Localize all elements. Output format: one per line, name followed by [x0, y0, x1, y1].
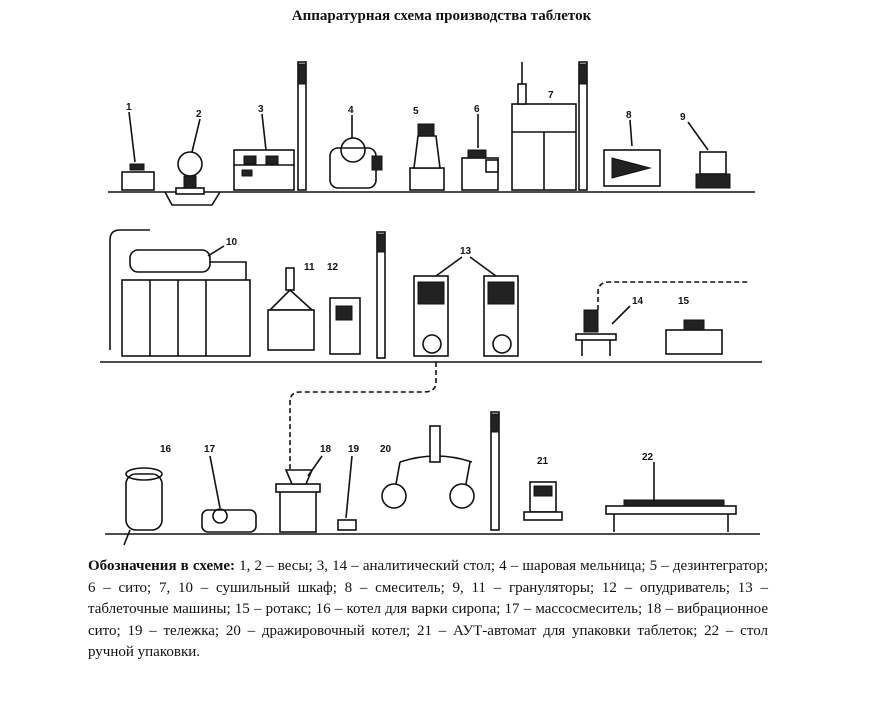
- equipment-number-label: 19: [348, 444, 360, 455]
- equipment-number-label: 9: [680, 112, 686, 123]
- equipment-number-label: 8: [626, 110, 632, 121]
- equipment-number-label: 10: [226, 237, 238, 248]
- equipment-number-label: 16: [160, 444, 172, 455]
- equipment-number-label: 7: [548, 90, 554, 101]
- equipment-16-syrup-kettle: 16: [123, 444, 172, 546]
- equipment-1-scales: 1: [121, 102, 155, 191]
- equipment-number-label: 22: [642, 452, 654, 463]
- exhaust-pipe-row2: [376, 231, 386, 359]
- equipment-number-label: 2: [196, 109, 202, 120]
- equipment-number-label: 17: [204, 444, 216, 455]
- equipment-18-vibration-sieve: 18: [275, 444, 332, 533]
- equipment-5-disintegrator: 5: [409, 106, 445, 191]
- equipment-19-trolley: 19: [337, 444, 360, 531]
- equipment-number-label: 15: [678, 296, 690, 307]
- equipment-4-ball-mill: 4: [329, 105, 383, 189]
- equipment-22-packing-table: 22: [605, 452, 737, 532]
- equipment-number-label: 12: [327, 262, 339, 273]
- equipment-number-label: 1: [126, 102, 132, 113]
- legend: Обозначения в схеме: 1, 2 – весы; 3, 14 …: [88, 556, 768, 664]
- equipment-7-drying-cabinet: 7: [511, 62, 577, 191]
- equipment-15-rotax: 15: [665, 296, 723, 355]
- transfer-line: [289, 281, 750, 470]
- equipment-11-granulator: 11: [267, 262, 315, 351]
- exhaust-pipe-row1-b: [578, 61, 588, 191]
- equipment-8-mixer: 8: [603, 110, 661, 187]
- equipment-13-tablet-machines: 13: [413, 246, 519, 357]
- equipment-6-sieve: 6: [461, 104, 499, 191]
- equipment-number-label: 21: [537, 456, 549, 467]
- equipment-number-label: 4: [348, 105, 354, 116]
- equipment-21-packaging-automat: 21: [523, 456, 563, 521]
- equipment-number-label: 14: [632, 296, 644, 307]
- equipment-number-label: 18: [320, 444, 332, 455]
- equipment-10-drying-cabinet: 10: [109, 229, 251, 357]
- equipment-17-mass-mixer: 17: [201, 444, 257, 533]
- equipment-number-label: 6: [474, 104, 480, 115]
- exhaust-pipe-row3: [490, 411, 500, 531]
- equipment-9-granulator: 9: [680, 112, 731, 189]
- equipment-14-analytical-table: 14: [575, 296, 644, 356]
- equipment-number-label: 11: [304, 262, 315, 273]
- diagram-title: Аппаратурная схема производства таблеток: [291, 8, 592, 24]
- equipment-number-label: 3: [258, 104, 264, 115]
- legend-text: 1, 2 – весы; 3, 14 – аналитический стол;…: [88, 558, 768, 660]
- equipment-2-scales: 2: [164, 109, 221, 206]
- equipment-12-powdering-unit: 12: [327, 262, 361, 355]
- equipment-number-label: 20: [380, 444, 392, 455]
- equipment-number-label: 13: [460, 246, 472, 257]
- equipment-20-coating-pans: 20: [380, 425, 475, 509]
- equipment-3-analytical-table: 3: [233, 104, 295, 191]
- equipment-number-label: 5: [413, 106, 419, 117]
- legend-lead: Обозначения в схеме:: [88, 558, 235, 574]
- exhaust-pipe-row1-a: [297, 61, 307, 191]
